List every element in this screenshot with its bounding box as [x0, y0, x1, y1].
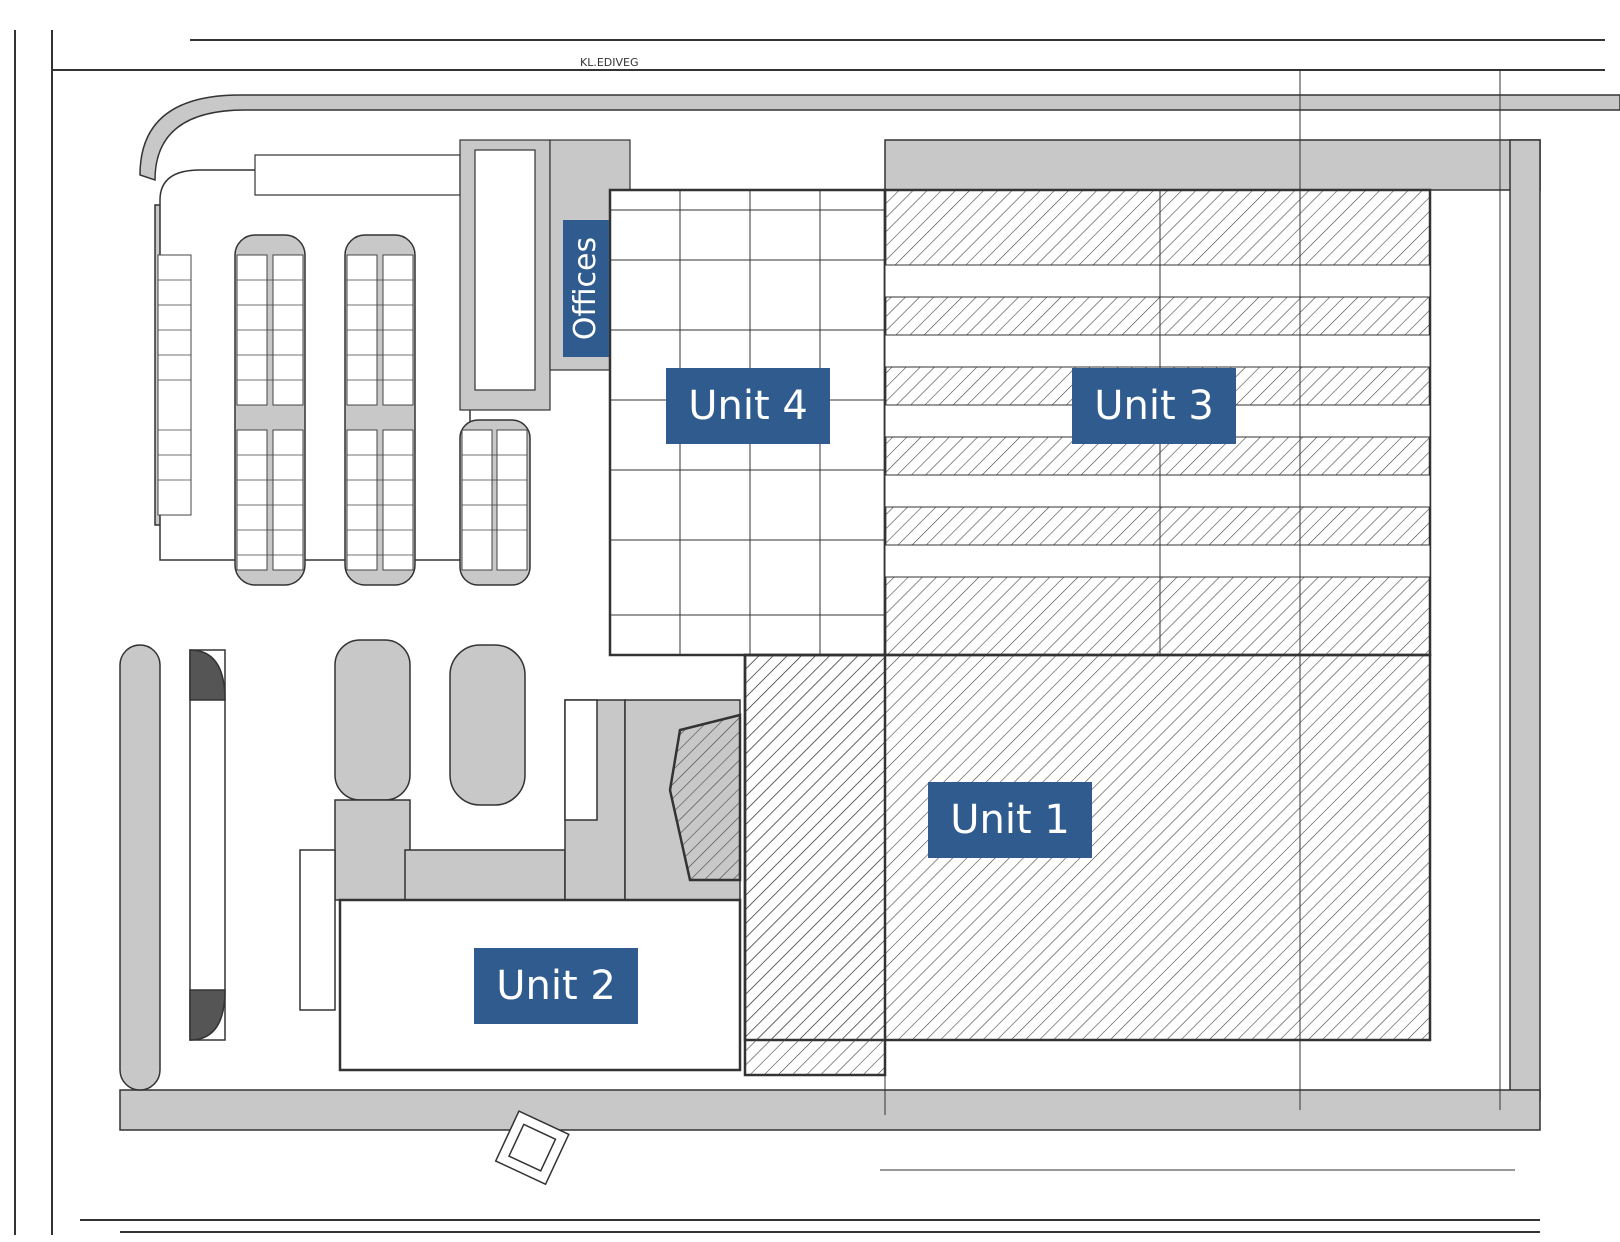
- unit-1-footprint: [668, 653, 1432, 1077]
- unit-3-label: Unit 3: [1072, 368, 1236, 444]
- entry-pad: [494, 1110, 570, 1186]
- unit-2-label: Unit 2: [474, 948, 638, 1024]
- unit-1-label: Unit 1: [928, 782, 1092, 858]
- unit-4-label: Unit 4: [666, 368, 830, 444]
- offices-label: Offices: [563, 220, 609, 357]
- street-label: KL.EDIVEG: [580, 56, 639, 69]
- parking-area-left: [157, 169, 531, 586]
- site-boundary-lines: [14, 30, 1605, 1235]
